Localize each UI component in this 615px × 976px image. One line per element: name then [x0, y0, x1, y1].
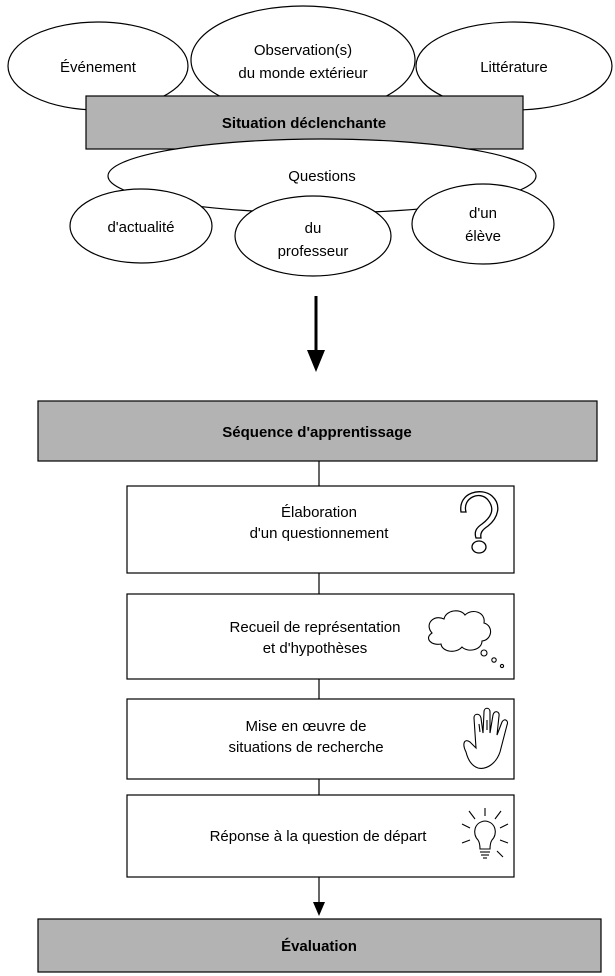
- questions-group: Questions d'actualité d'un élève du prof…: [69, 138, 555, 277]
- label-reponse: Réponse à la question de départ: [210, 828, 428, 845]
- label-elaboration-2: d'un questionnement: [250, 525, 390, 542]
- label-actualite: d'actualité: [107, 219, 174, 236]
- label-mise-1: Mise en œuvre de: [246, 718, 367, 735]
- ellipse-professeur: [234, 195, 392, 277]
- evaluation-bar: Évaluation: [37, 918, 602, 973]
- label-professeur-1: du: [305, 220, 322, 237]
- label-evaluation: Évaluation: [281, 938, 357, 955]
- label-recueil-1: Recueil de représentation: [230, 619, 401, 636]
- label-litterature: Littérature: [480, 59, 548, 76]
- ellipse-eleve: [411, 183, 555, 265]
- step-mise: Mise en œuvre de situations de recherche: [126, 698, 515, 780]
- label-elaboration-1: Élaboration: [281, 504, 357, 521]
- sequence-rect: [37, 400, 598, 462]
- label-eleve-1: d'un: [469, 205, 497, 222]
- sequence-bar: Séquence d'apprentissage: [37, 400, 598, 462]
- source-ellipses: Événement Observation(s) du monde extéri…: [7, 5, 613, 115]
- label-eleve-2: élève: [465, 228, 501, 245]
- step-reponse: Réponse à la question de départ: [126, 794, 515, 878]
- label-sequence: Séquence d'apprentissage: [222, 424, 411, 441]
- label-recueil-2: et d'hypothèses: [263, 640, 368, 657]
- light-bulb-icon: [461, 808, 509, 859]
- thought-cloud-icon: [428, 610, 505, 669]
- label-questions: Questions: [288, 168, 356, 185]
- step-recueil: Recueil de représentation et d'hypothèse…: [126, 593, 515, 680]
- hand-icon: [463, 707, 508, 769]
- final-arrowhead: [313, 902, 325, 916]
- step-elaboration: Élaboration d'un questionnement: [126, 485, 515, 574]
- evaluation-rect: [37, 918, 602, 973]
- label-evenement: Événement: [60, 59, 137, 76]
- label-professeur-2: professeur: [278, 243, 349, 260]
- question-mark-icon: [460, 491, 499, 554]
- label-observation-2: du monde extérieur: [238, 65, 367, 82]
- ellipse-actualite: [69, 188, 213, 264]
- label-situation: Situation déclenchante: [222, 115, 386, 132]
- label-mise-2: situations de recherche: [228, 739, 383, 756]
- label-observation-1: Observation(s): [254, 42, 352, 59]
- main-arrow: [307, 296, 325, 372]
